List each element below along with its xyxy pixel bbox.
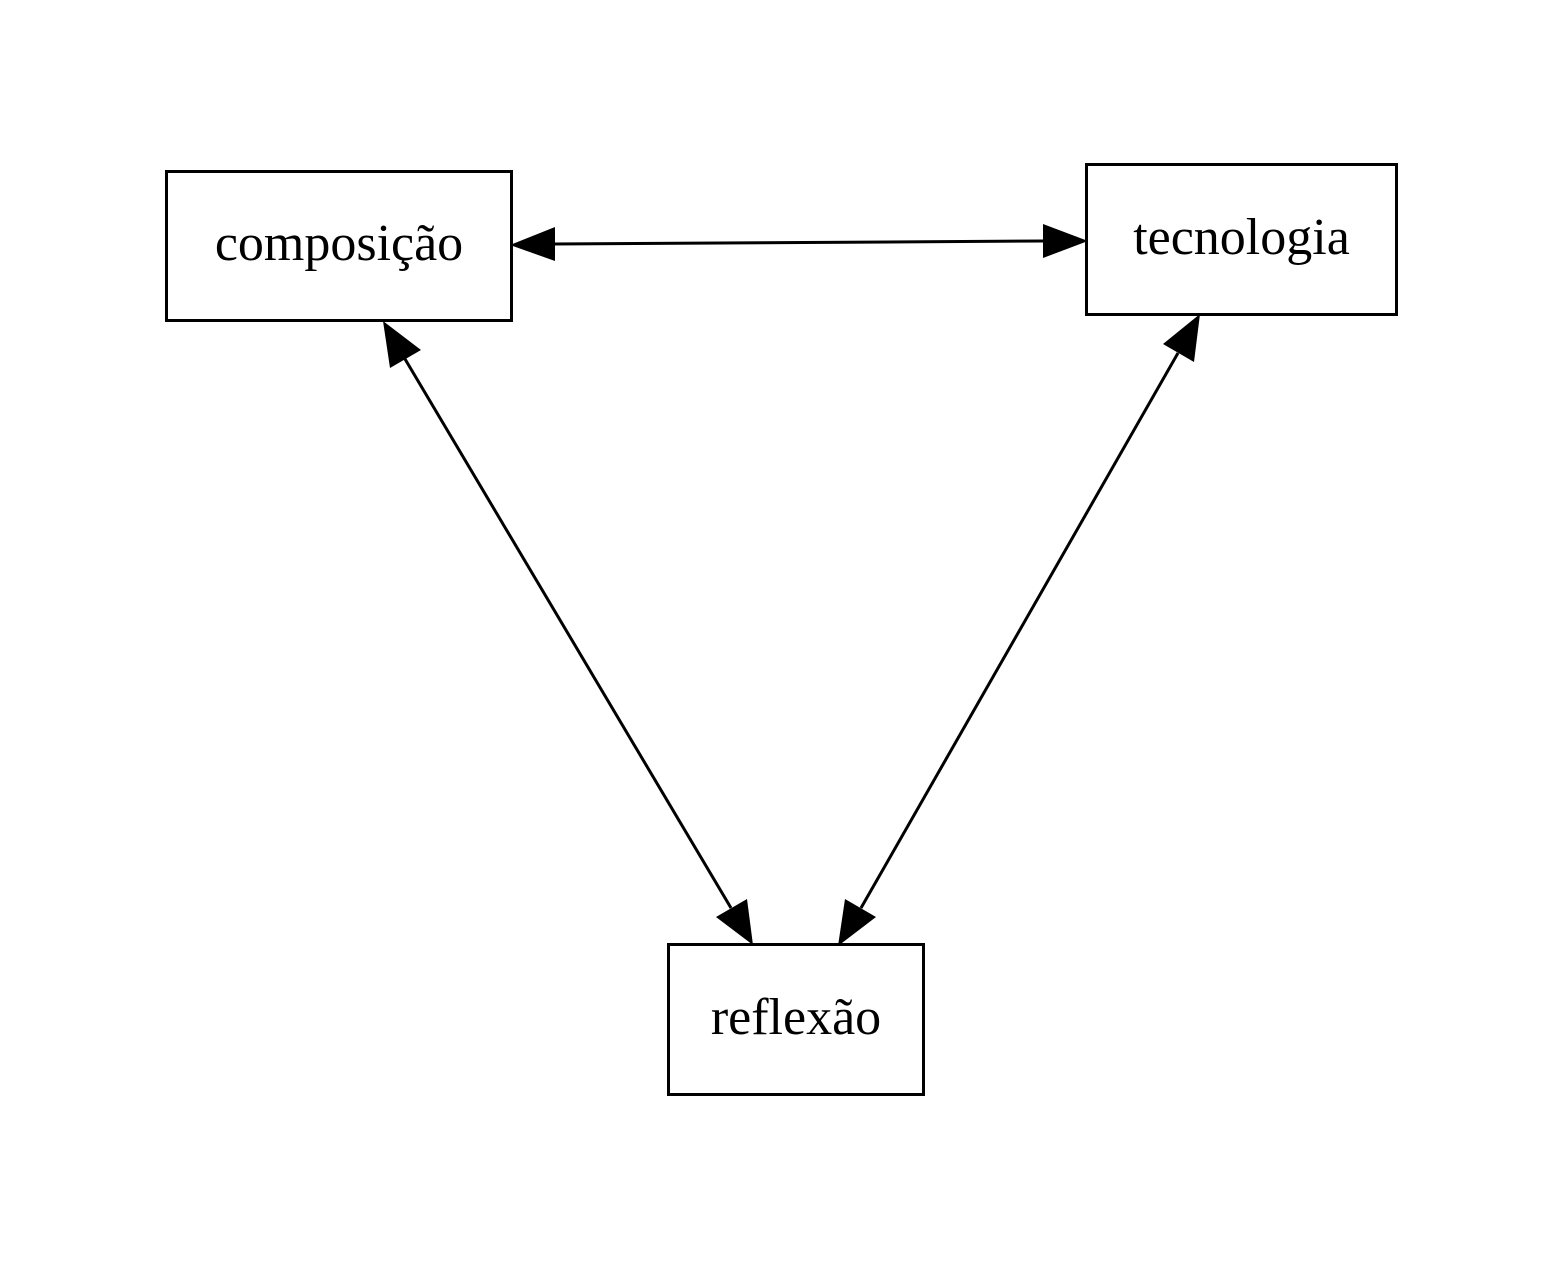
arrowhead-to-tecnologia: [1043, 224, 1088, 258]
edge-line: [552, 239, 1045, 246]
node-label: composição: [214, 215, 464, 272]
node-reflexao: reflexão: [667, 943, 925, 1096]
edge-tecnologia-reflexao: [838, 314, 1200, 946]
edge-line: [859, 352, 1180, 909]
edge-composicao-tecnologia: [510, 224, 1088, 261]
node-label: tecnologia: [1133, 208, 1350, 266]
arrowhead-to-tecnologia: [1163, 314, 1200, 362]
node-label: reflexão: [710, 988, 882, 1046]
node-tecnologia: tecnologia: [1085, 163, 1398, 316]
arrowhead-to-reflexao: [716, 899, 753, 945]
edge-composicao-reflexao: [383, 321, 753, 945]
arrowhead-to-reflexao: [838, 899, 876, 946]
node-composicao: composição: [165, 170, 513, 322]
edge-line: [403, 358, 733, 909]
arrowhead-to-composicao: [510, 227, 555, 261]
arrowhead-to-composicao: [383, 321, 421, 368]
